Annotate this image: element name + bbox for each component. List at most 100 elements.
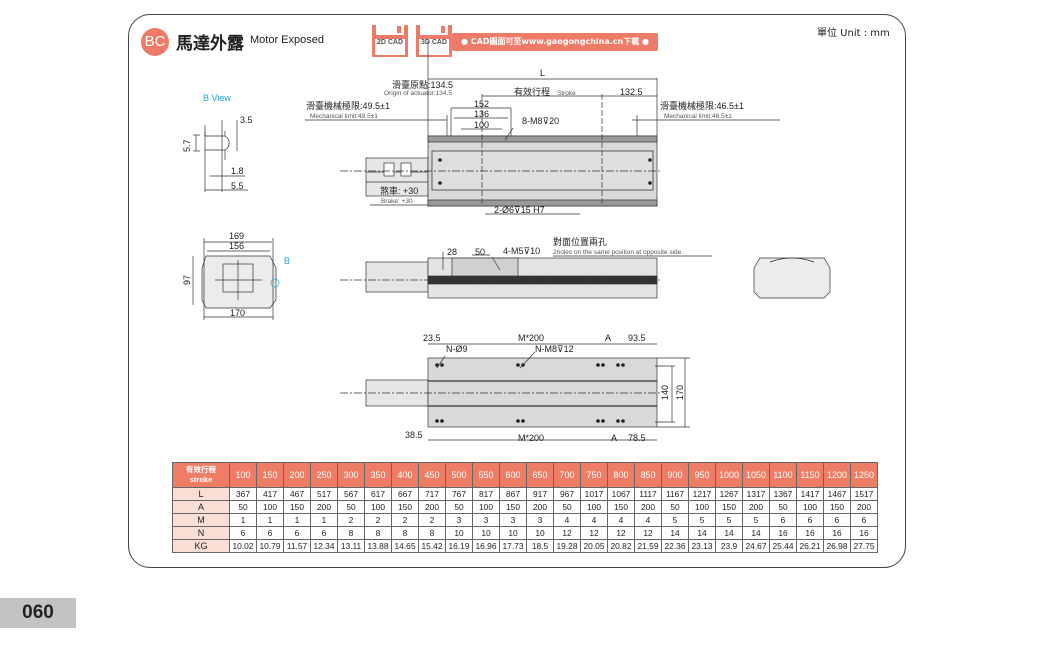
brake-label-en: Brake: +30	[381, 198, 413, 205]
table-cell: 14	[715, 526, 743, 540]
table-cell: 200	[634, 500, 662, 514]
side-view-drawing	[340, 252, 712, 299]
table-cell: 150	[823, 500, 851, 514]
stroke-header: 400	[391, 462, 419, 488]
dim-m200-top: M*200	[518, 333, 544, 343]
table-cell: 617	[364, 487, 392, 501]
table-cell: 50	[769, 500, 797, 514]
table-cell: 417	[256, 487, 284, 501]
table-cell: 100	[796, 500, 824, 514]
table-cell: 6	[229, 526, 257, 540]
table-cell: 717	[418, 487, 446, 501]
table-cell: 1267	[715, 487, 743, 501]
table-cell: 27.75	[850, 539, 878, 553]
stroke-header: 250	[310, 462, 338, 488]
cad-2d-download-button[interactable]: 2D CAD	[372, 25, 408, 57]
table-cell: 2	[337, 513, 365, 527]
stroke-header: 750	[580, 462, 608, 488]
table-cell: 50	[661, 500, 689, 514]
dim-169: 169	[229, 231, 244, 241]
table-cell: 22.36	[661, 539, 689, 553]
table-cell: 8	[418, 526, 446, 540]
table-cell: 50	[229, 500, 257, 514]
table-cell: 1317	[742, 487, 770, 501]
table-cell: 200	[526, 500, 554, 514]
dim-132-5: 132.5	[620, 87, 643, 97]
table-cell: 6	[823, 513, 851, 527]
table-cell: 200	[310, 500, 338, 514]
table-cell: 13.11	[337, 539, 365, 553]
table-cell: 19.28	[553, 539, 581, 553]
table-cell: 3	[472, 513, 500, 527]
table-cell: 467	[283, 487, 311, 501]
table-cell: 23.13	[688, 539, 716, 553]
page-number: 060	[0, 598, 76, 628]
origin-label-zh: 滑臺原點:134.5	[392, 79, 453, 90]
table-cell: 12	[634, 526, 662, 540]
opposite-holes-en: 2holes on the same position at opposite …	[553, 249, 683, 256]
table-cell: 1	[310, 513, 338, 527]
stroke-header: 900	[661, 462, 689, 488]
cad-3d-download-button[interactable]: 3D CAD	[416, 25, 452, 57]
table-cell: 100	[364, 500, 392, 514]
table-cell: 50	[337, 500, 365, 514]
table-cell: 24.67	[742, 539, 770, 553]
table-cell: 26.98	[823, 539, 851, 553]
dim-23-5: 23.5	[423, 333, 441, 343]
stroke-header: 100	[229, 462, 257, 488]
tap-8-m8: 8-M8⊽20	[522, 116, 559, 126]
table-cell: 14	[688, 526, 716, 540]
table-cell: 1417	[796, 487, 824, 501]
table-cell: 11.57	[283, 539, 311, 553]
table-cell: 1117	[634, 487, 662, 501]
stroke-header: 800	[607, 462, 635, 488]
table-cell: 150	[715, 500, 743, 514]
mech-limit-right-en: Mechanical limit:46.5±1	[664, 113, 732, 120]
table-cell: 200	[418, 500, 446, 514]
stroke-header-zh: 有效行程	[186, 465, 216, 474]
floppy-disk-icon	[376, 25, 404, 35]
dim-93-5: 93.5	[628, 333, 646, 343]
table-cell: 200	[850, 500, 878, 514]
top-view-drawing	[305, 41, 780, 215]
title-zh: 馬達外露	[176, 34, 244, 54]
table-cell: 2	[391, 513, 419, 527]
table-cell: 1017	[580, 487, 608, 501]
table-cell: 15.42	[418, 539, 446, 553]
table-cell: 517	[310, 487, 338, 501]
table-cell: 567	[337, 487, 365, 501]
dim-170-height: 170	[675, 385, 685, 400]
table-cell: 100	[256, 500, 284, 514]
hole-n-9: N-Ø9	[446, 344, 468, 354]
table-cell: 2	[418, 513, 446, 527]
dim-L: L	[540, 68, 545, 78]
table-cell: 917	[526, 487, 554, 501]
table-cell: 6	[850, 513, 878, 527]
table-cell: 23.9	[715, 539, 743, 553]
b-marker: B	[284, 256, 290, 266]
mech-limit-left-zh: 滑臺機械極限:49.5±1	[306, 100, 390, 111]
title-en: Motor Exposed	[250, 34, 324, 46]
dim-152: 152	[474, 99, 489, 109]
table-cell: 26.21	[796, 539, 824, 553]
stroke-header: 1200	[823, 462, 851, 488]
table-cell: 20.05	[580, 539, 608, 553]
table-cell: 16	[850, 526, 878, 540]
series-badge: BC	[141, 28, 169, 56]
dim-38-5: 38.5	[405, 430, 423, 440]
table-cell: 150	[607, 500, 635, 514]
stroke-header: 500	[445, 462, 473, 488]
table-cell: 10.02	[229, 539, 257, 553]
dim-140: 140	[660, 385, 670, 400]
dim-136: 136	[474, 109, 489, 119]
dim-a-bottom: A	[611, 433, 617, 443]
cad-download-link[interactable]: ● CAD圖面可至www.gaogongchina.cn下載 ●	[452, 33, 658, 51]
table-cell: 1217	[688, 487, 716, 501]
table-cell: 150	[283, 500, 311, 514]
stroke-header: 300	[337, 462, 365, 488]
table-cell: 16.19	[445, 539, 473, 553]
table-cell: 8	[391, 526, 419, 540]
opposite-holes-zh: 對面位置兩孔	[553, 236, 607, 247]
